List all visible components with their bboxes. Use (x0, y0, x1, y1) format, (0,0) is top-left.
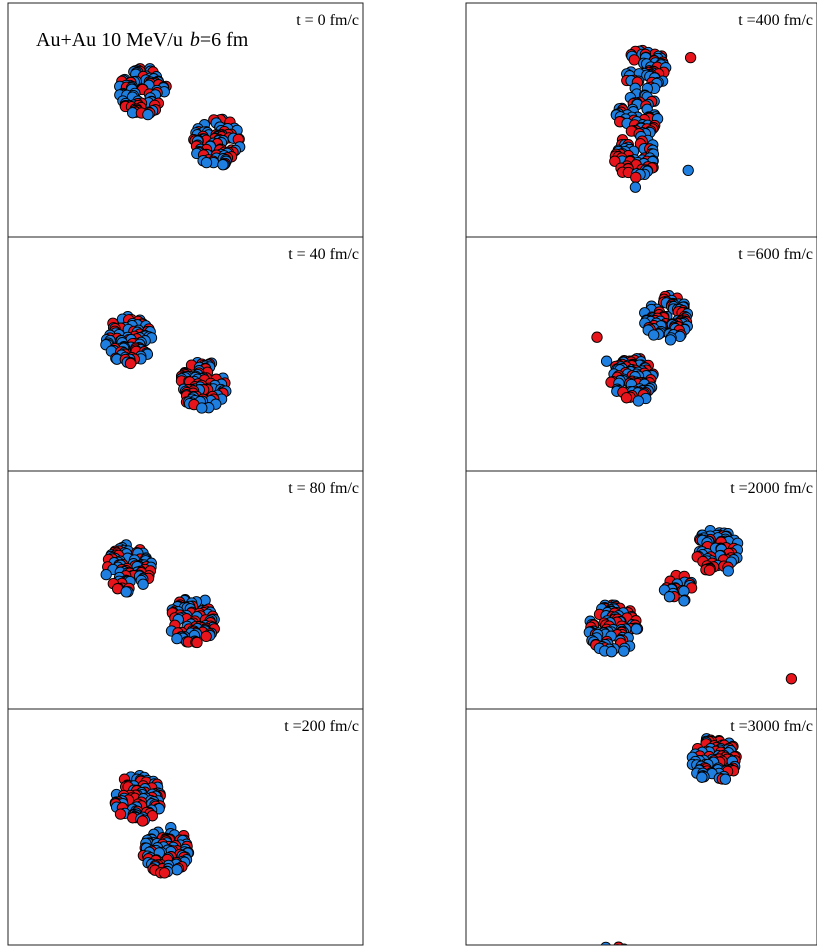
proton-point (114, 808, 127, 820)
neutron-point (663, 591, 676, 603)
panels-layer: t = 0 fm/c t = 40 fm/c t = 80 fm/c t =200 f… (7, 2, 817, 946)
neutron-point (600, 355, 613, 367)
panel-3-points (100, 539, 220, 649)
panel-1-points (114, 63, 246, 171)
panel-frame (465, 708, 817, 946)
proton-point (785, 673, 798, 685)
time-label: t = 0 fm/c (296, 12, 359, 29)
proton-point (124, 357, 137, 370)
proton-point (684, 51, 697, 64)
proton-point (591, 331, 603, 343)
time-label: t = 40 fm/c (288, 246, 359, 263)
time-label: t =3000 fm/c (730, 718, 813, 735)
proton-point (620, 392, 633, 404)
neutron-point (682, 164, 694, 177)
neutron-point (137, 578, 149, 590)
neutron-point (696, 771, 708, 783)
neutron-point (622, 944, 627, 945)
panel-2-points (100, 310, 232, 414)
proton-point (158, 867, 171, 879)
neutron-point (600, 941, 611, 945)
panel-4: t =200 fm/c (7, 708, 364, 946)
panel-frame (7, 708, 364, 946)
neutron-point (100, 568, 112, 581)
figure-title-main: Au+Au 10 MeV/u (36, 29, 183, 51)
neutron-point (217, 159, 229, 171)
panel-5-points (609, 44, 697, 193)
panel-7: t =2000 fm/c (465, 470, 817, 710)
proton-point (136, 815, 149, 827)
neutron-point (722, 565, 734, 577)
panel-5: t =400 fm/c (465, 2, 817, 238)
neutron-point (629, 181, 642, 193)
neutron-point (200, 156, 213, 169)
neutron-point (142, 108, 154, 121)
neutron-point (605, 646, 618, 658)
figure-title: Au+Au 10 MeV/u b=6 fm (36, 29, 249, 51)
time-label: t = 80 fm/c (288, 480, 359, 497)
neutron-point (120, 586, 132, 598)
panel-8: t =3000 fm/c (465, 708, 817, 946)
neutron-point (664, 334, 677, 346)
neutron-point (171, 864, 183, 876)
panel-8-points (600, 733, 742, 945)
panel-7-points (583, 524, 798, 685)
panel-frame (7, 470, 364, 710)
proton-point (628, 54, 640, 66)
panel-1: t = 0 fm/c (7, 2, 364, 238)
time-label: t =600 fm/c (738, 246, 813, 263)
neutron-point (648, 329, 660, 341)
neutron-point (618, 645, 630, 657)
neutron-point (632, 395, 645, 407)
proton-point (703, 564, 716, 576)
panel-2: t = 40 fm/c (7, 236, 364, 472)
time-label: t =400 fm/c (738, 12, 813, 29)
panel-4-points (109, 769, 195, 879)
panel-frame (7, 236, 364, 472)
proton-point (191, 636, 203, 649)
neutron-point (171, 632, 183, 645)
neutron-point (719, 773, 732, 785)
figure-title-param: b (190, 29, 200, 51)
panel-frame (465, 470, 817, 710)
panel-6: t =600 fm/c (465, 236, 817, 472)
neutron-point (630, 623, 643, 635)
panel-6-points (591, 290, 694, 407)
neutron-point (196, 402, 208, 414)
neutron-point (678, 595, 690, 607)
time-label: t =200 fm/c (284, 718, 359, 735)
proton-point (630, 171, 642, 184)
panel-3: t = 80 fm/c (7, 470, 364, 710)
figure-title-param-value: =6 fm (200, 29, 249, 51)
time-label: t =2000 fm/c (730, 480, 813, 497)
proton-point (200, 630, 212, 643)
